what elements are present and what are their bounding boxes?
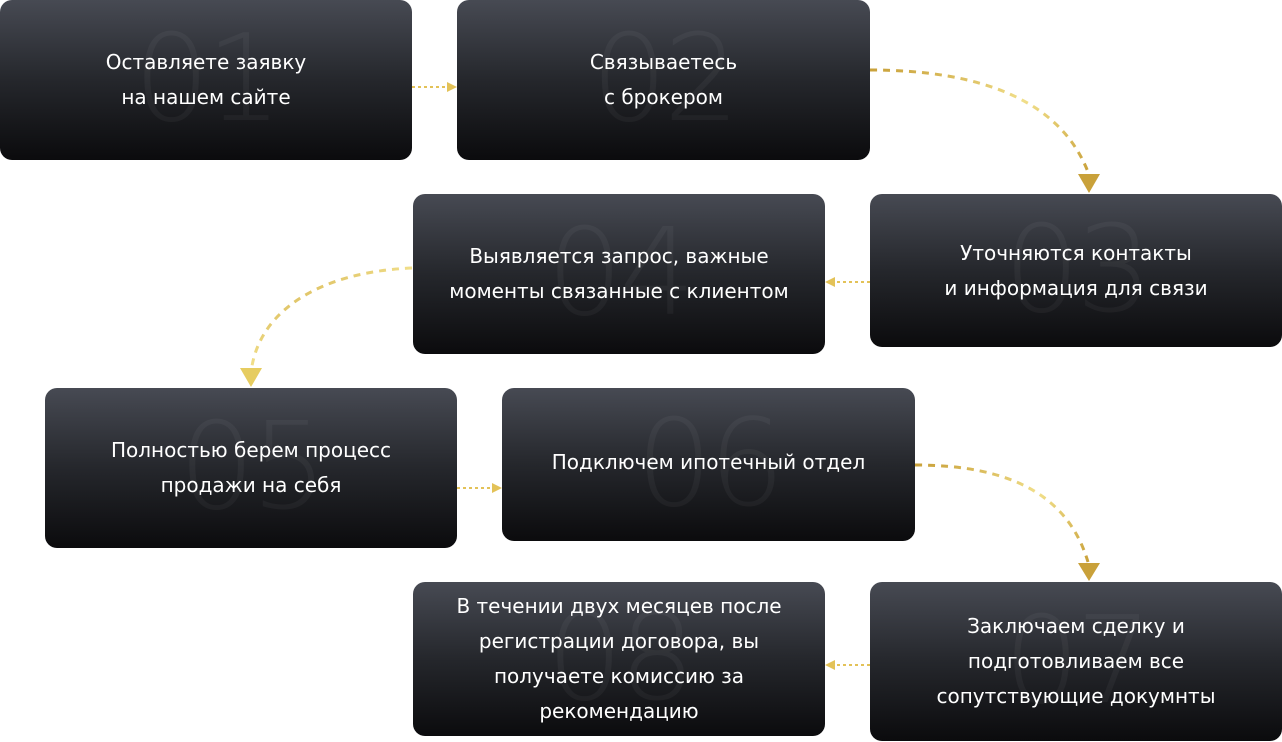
step-number: 06 — [502, 404, 915, 525]
step-card-03: 03 Уточняются контакты и информация для … — [870, 194, 1282, 347]
arrow-2-3 — [869, 68, 1100, 193]
step-card-02: 02 Связываетесь с брокером — [457, 0, 870, 160]
step-number: 01 — [0, 20, 412, 140]
step-number: 08 — [413, 599, 825, 719]
step-number: 07 — [870, 601, 1282, 722]
arrow-7-8 — [825, 660, 870, 670]
step-number: 04 — [413, 214, 825, 334]
arrow-1-2 — [412, 82, 457, 92]
step-text: Связываетесь с брокером — [589, 50, 738, 109]
step-card-06: 06 Подключем ипотечный отдел — [502, 388, 915, 541]
step-text: Полностью берем процесс продажи на себя — [111, 438, 391, 497]
step-text: Подключем ипотечный отдел — [551, 449, 866, 474]
step-text: В течении двух месяцев после регистрации… — [456, 594, 782, 723]
step-card-01: 01 Оставляете заявку на нашем сайте — [0, 0, 412, 160]
step-text: Заключаем сделку и подготовливаем все со… — [936, 614, 1216, 708]
arrow-4-5 — [240, 266, 413, 387]
step-text: Уточняются контакты и информация для свя… — [944, 240, 1208, 300]
step-card-07: 07 Заключаем сделку и подготовливаем все… — [870, 582, 1282, 741]
step-text: Выявляется запрос, важные моменты связан… — [449, 244, 789, 303]
step-number: 03 — [870, 210, 1282, 331]
step-number: 05 — [45, 408, 457, 528]
step-card-04: 04 Выявляется запрос, важные моменты свя… — [413, 194, 825, 354]
arrow-3-4 — [825, 277, 870, 287]
arrow-5-6 — [457, 483, 502, 493]
step-text: Оставляете заявку на нашем сайте — [105, 50, 307, 109]
arrow-6-7 — [914, 463, 1100, 581]
step-card-08: 08 В течении двух месяцев после регистра… — [413, 582, 825, 736]
step-card-05: 05 Полностью берем процесс продажи на се… — [45, 388, 457, 548]
step-number: 02 — [457, 20, 870, 140]
